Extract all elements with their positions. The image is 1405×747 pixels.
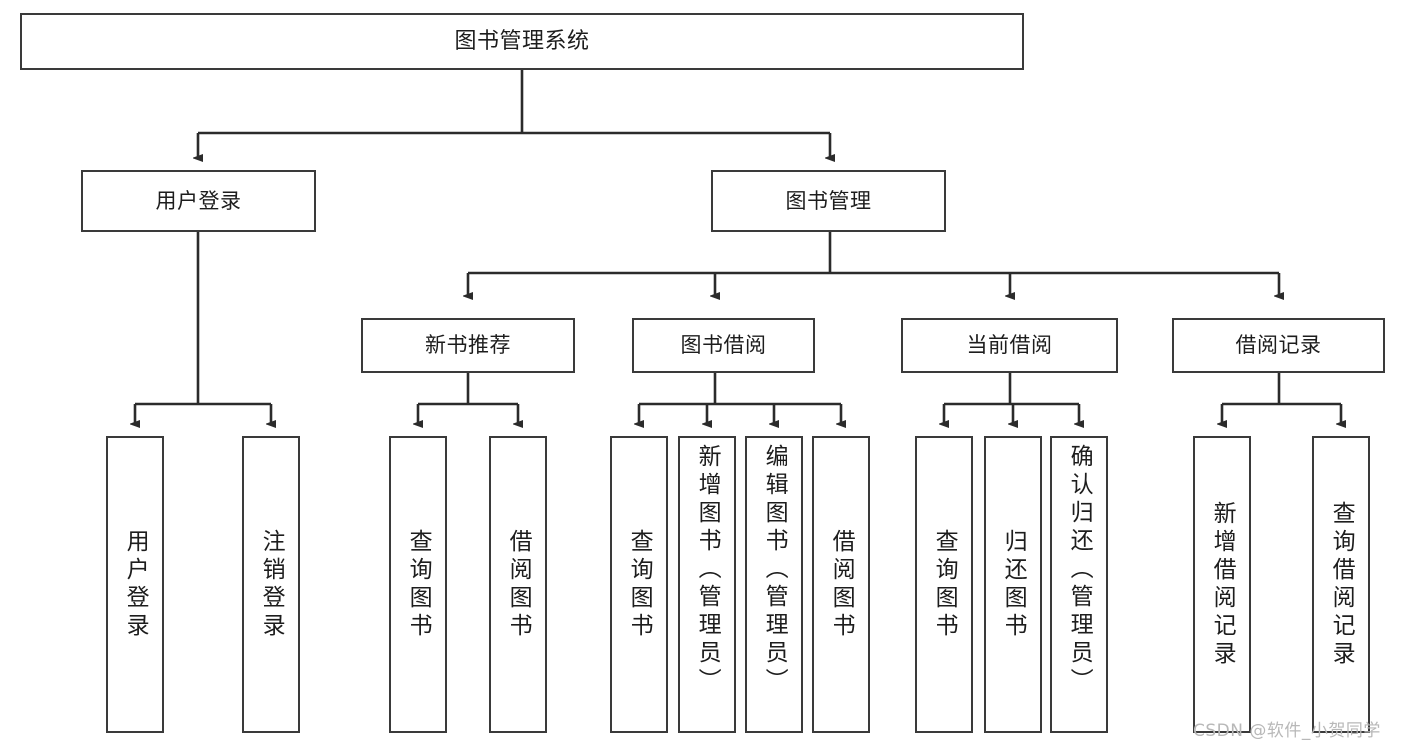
- leaf-confirm-return-admin[interactable]: 确认归还（管理员）: [1050, 436, 1108, 733]
- leaf-edit-book-admin[interactable]: 编辑图书（管理员）: [745, 436, 803, 733]
- node-label: 编辑图书（管理员）: [761, 444, 788, 696]
- leaf-query-book-current[interactable]: 查询图书: [915, 436, 973, 733]
- node-label: 查询图书: [931, 528, 958, 641]
- node-user-login[interactable]: 用户登录: [81, 170, 316, 232]
- node-root-system[interactable]: 图书管理系统: [20, 13, 1024, 70]
- node-new-book-recommend[interactable]: 新书推荐: [361, 318, 575, 373]
- node-label: 新书推荐: [425, 333, 511, 358]
- node-label: 查询图书: [626, 528, 653, 641]
- node-book-borrow[interactable]: 图书借阅: [632, 318, 815, 373]
- node-label: 借阅图书: [505, 528, 532, 641]
- node-label: 用户登录: [122, 528, 149, 641]
- leaf-borrow-book[interactable]: 借阅图书: [812, 436, 870, 733]
- node-label: 新增图书（管理员）: [694, 444, 721, 696]
- node-label: 图书管理: [785, 188, 872, 213]
- node-label: 确认归还（管理员）: [1066, 444, 1093, 696]
- leaf-add-borrow-record[interactable]: 新增借阅记录: [1193, 436, 1251, 733]
- node-label: 查询图书: [405, 528, 432, 641]
- node-label: 图书管理系统: [454, 28, 590, 54]
- leaf-logout-login[interactable]: 注销登录: [242, 436, 300, 733]
- node-label: 新增借阅记录: [1209, 500, 1236, 669]
- leaf-query-book-recommend[interactable]: 查询图书: [389, 436, 447, 733]
- node-label: 当前借阅: [966, 333, 1053, 358]
- node-label: 图书借阅: [680, 333, 767, 358]
- node-current-borrow[interactable]: 当前借阅: [901, 318, 1118, 373]
- leaf-return-book[interactable]: 归还图书: [984, 436, 1042, 733]
- node-label: 借阅图书: [828, 528, 855, 641]
- leaf-borrow-book-recommend[interactable]: 借阅图书: [489, 436, 547, 733]
- leaf-add-book-admin[interactable]: 新增图书（管理员）: [678, 436, 736, 733]
- leaf-query-book-borrow[interactable]: 查询图书: [610, 436, 668, 733]
- node-label: 用户登录: [155, 188, 242, 213]
- csdn-watermark: CSDN @软件_小贺同学: [1193, 721, 1381, 741]
- node-book-management[interactable]: 图书管理: [711, 170, 946, 232]
- node-label: 归还图书: [1000, 528, 1027, 641]
- leaf-user-login[interactable]: 用户登录: [106, 436, 164, 733]
- node-label: 查询借阅记录: [1328, 500, 1355, 669]
- leaf-query-borrow-record[interactable]: 查询借阅记录: [1312, 436, 1370, 733]
- node-borrow-record[interactable]: 借阅记录: [1172, 318, 1385, 373]
- node-label: 借阅记录: [1235, 333, 1322, 358]
- node-label: 注销登录: [258, 528, 285, 641]
